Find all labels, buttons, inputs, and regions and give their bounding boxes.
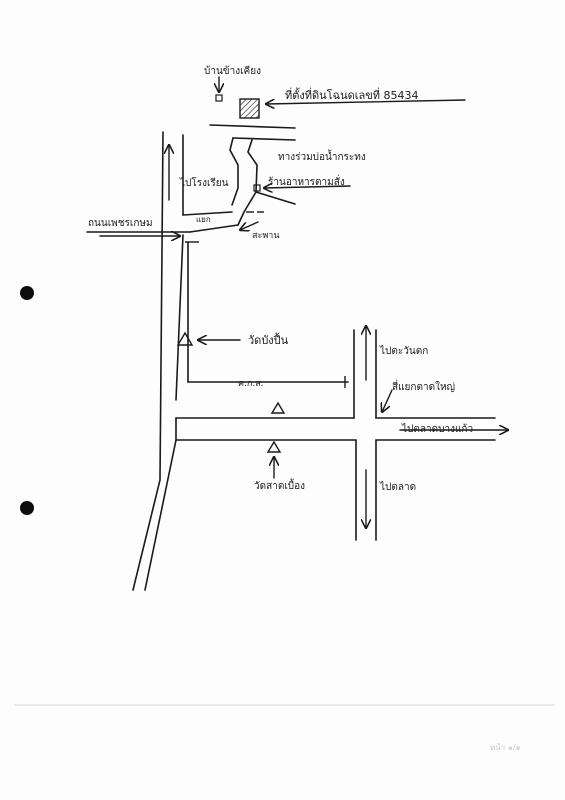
- to-west-label: ไปตะวันตก: [379, 345, 428, 357]
- junction-label: สี่แยกตาดใหญ่: [392, 379, 455, 393]
- to-school-label: ไปโรงเรียน: [179, 176, 229, 189]
- punch-hole-bottom: [20, 501, 34, 515]
- main-road-left-east-mid: [175, 234, 184, 401]
- shop-road: [255, 191, 296, 205]
- triangle-marker-lower-road: [270, 401, 286, 414]
- road-top-north: [209, 124, 296, 129]
- temple-1-marker: [176, 331, 194, 346]
- road-top-south: [232, 137, 296, 141]
- shop-label: ร้านอาหารตามสั่ง: [268, 174, 345, 188]
- land-plot-marker: [239, 98, 260, 119]
- branch-road-north: [182, 211, 233, 216]
- canal-label: ค.ก.ส.: [238, 379, 264, 389]
- temple-1-label: วัดบังปื้น: [248, 332, 289, 347]
- house-label: บ้านข้างเคียง: [204, 65, 261, 77]
- left-road-label: ถนนเพชรเกษม: [88, 218, 153, 229]
- temple-2-marker: [266, 440, 282, 453]
- plot-pointer-arrow: [266, 100, 466, 104]
- to-market-label: ไปตลาด: [379, 481, 416, 493]
- temple-2-label: วัดสาตเบื้อง: [254, 478, 305, 492]
- winding-road-left: [229, 137, 239, 206]
- shop-marker: [253, 184, 261, 192]
- bridge-label: สะพาน: [252, 231, 279, 241]
- junction-pointer-arrow: [382, 389, 393, 412]
- bridge-pointer-arrow: [240, 221, 259, 230]
- plot-label: ที่ตั้งที่ดินโฉนดเลขที่ 85434: [285, 87, 419, 102]
- punch-hole-top: [20, 286, 34, 300]
- branch-road-south: [189, 224, 239, 233]
- winding-road-right: [237, 139, 258, 226]
- shop-pointer-arrow: [264, 186, 351, 188]
- footer-stamp: หน้า ๑/๑: [490, 743, 521, 752]
- road-top-label: ทางร่วมบ่อน้ำกระทง: [278, 149, 366, 163]
- junction-small-label: แยก: [196, 215, 211, 224]
- house-marker: [215, 94, 223, 102]
- main-road-left-west: [132, 131, 164, 591]
- inner-road: [187, 241, 349, 383]
- to-east-label: ไปตลาดบางแก้ว: [401, 423, 473, 435]
